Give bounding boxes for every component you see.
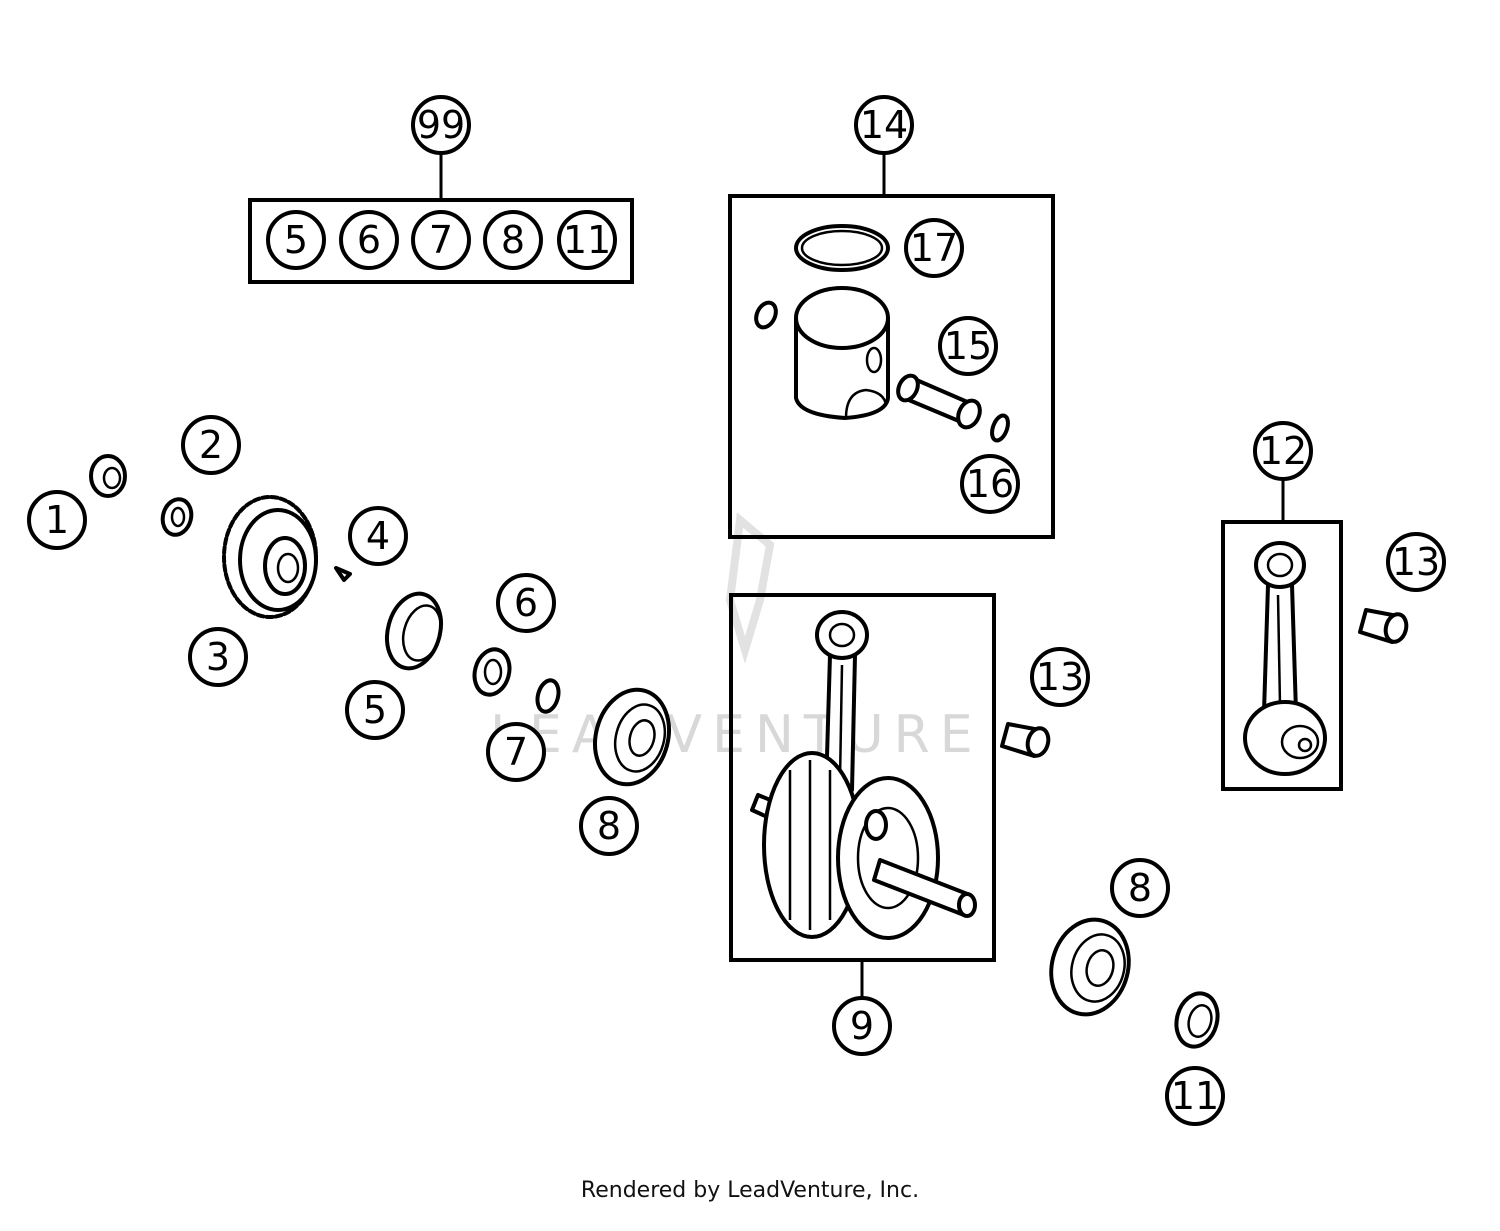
kit-callout-5[interactable]: 5 — [266, 210, 326, 270]
svg-text:14: 14 — [860, 103, 908, 147]
spacer-washer[interactable] — [470, 645, 515, 698]
connecting-rod[interactable] — [1243, 541, 1327, 776]
needle-bearing-right[interactable] — [1358, 608, 1409, 644]
svg-text:8: 8 — [1128, 866, 1152, 910]
callout-12[interactable]: 12 — [1253, 421, 1313, 481]
svg-text:7: 7 — [429, 218, 453, 262]
piston-ring[interactable] — [794, 224, 890, 272]
piston-pin-clip-right[interactable] — [989, 413, 1011, 443]
callout-5[interactable]: 5 — [345, 680, 405, 740]
callout-99[interactable]: 99 — [411, 95, 471, 155]
o-ring[interactable] — [534, 678, 562, 714]
callout-15[interactable]: 15 — [938, 316, 998, 376]
svg-text:13: 13 — [1036, 655, 1084, 699]
kit-99-box — [248, 198, 634, 284]
svg-text:99: 99 — [417, 103, 465, 147]
ball-bearing-left[interactable] — [585, 681, 679, 792]
ball-bearing-right[interactable] — [1041, 911, 1139, 1023]
svg-text:16: 16 — [966, 462, 1014, 506]
svg-text:7: 7 — [504, 730, 528, 774]
callout-1[interactable]: 1 — [27, 490, 87, 550]
svg-text:11: 11 — [563, 218, 611, 262]
svg-text:4: 4 — [366, 514, 390, 558]
svg-text:13: 13 — [1392, 540, 1440, 584]
nut[interactable] — [89, 454, 127, 498]
svg-text:17: 17 — [910, 226, 958, 270]
svg-text:3: 3 — [206, 635, 230, 679]
piston-pin[interactable] — [894, 372, 984, 431]
callout-16[interactable]: 16 — [960, 454, 1020, 514]
svg-text:5: 5 — [284, 218, 308, 262]
callout-3[interactable]: 3 — [188, 627, 248, 687]
piston-kit-box — [728, 194, 1055, 539]
svg-text:12: 12 — [1259, 429, 1307, 473]
callout-11[interactable]: 11 — [1165, 1066, 1225, 1126]
svg-text:6: 6 — [357, 218, 381, 262]
svg-text:9: 9 — [850, 1004, 874, 1048]
seal-ring[interactable] — [1171, 989, 1224, 1052]
callout-13-right[interactable]: 13 — [1386, 532, 1446, 592]
washer[interactable] — [159, 496, 195, 538]
shaft-seal[interactable] — [379, 588, 449, 675]
callout-14[interactable]: 14 — [854, 95, 914, 155]
kit-callout-11[interactable]: 11 — [557, 210, 617, 270]
svg-text:1: 1 — [45, 498, 69, 542]
svg-text:11: 11 — [1171, 1074, 1219, 1118]
svg-text:5: 5 — [363, 688, 387, 732]
callout-4[interactable]: 4 — [348, 506, 408, 566]
crankshaft-assembly[interactable] — [750, 610, 977, 940]
kit-callout-8[interactable]: 8 — [483, 210, 543, 270]
svg-text:8: 8 — [501, 218, 525, 262]
piston-pin-clip-left[interactable] — [752, 299, 779, 330]
piston[interactable] — [794, 286, 890, 420]
callout-17[interactable]: 17 — [904, 218, 964, 278]
woodruff-key[interactable] — [334, 566, 352, 582]
needle-bearing-left[interactable] — [1000, 722, 1051, 758]
callout-8-left[interactable]: 8 — [579, 796, 639, 856]
svg-text:8: 8 — [597, 804, 621, 848]
svg-text:15: 15 — [944, 324, 992, 368]
watermark: LEADVENTURE — [490, 512, 983, 765]
svg-text:2: 2 — [199, 423, 223, 467]
conrod-kit-box — [1221, 520, 1343, 791]
kit-callout-7[interactable]: 7 — [411, 210, 471, 270]
primary-gear[interactable] — [222, 495, 318, 619]
svg-text:6: 6 — [514, 581, 538, 625]
kit-callout-6[interactable]: 6 — [339, 210, 399, 270]
callout-2[interactable]: 2 — [181, 415, 241, 475]
watermark-text: LEADVENTURE — [490, 705, 983, 765]
callout-9[interactable]: 9 — [832, 996, 892, 1056]
callout-6[interactable]: 6 — [496, 573, 556, 633]
callout-7[interactable]: 7 — [486, 722, 546, 782]
rendered-by-credit: Rendered by LeadVenture, Inc. — [580, 1178, 920, 1203]
callout-8-right[interactable]: 8 — [1110, 858, 1170, 918]
callout-13-left[interactable]: 13 — [1030, 647, 1090, 707]
